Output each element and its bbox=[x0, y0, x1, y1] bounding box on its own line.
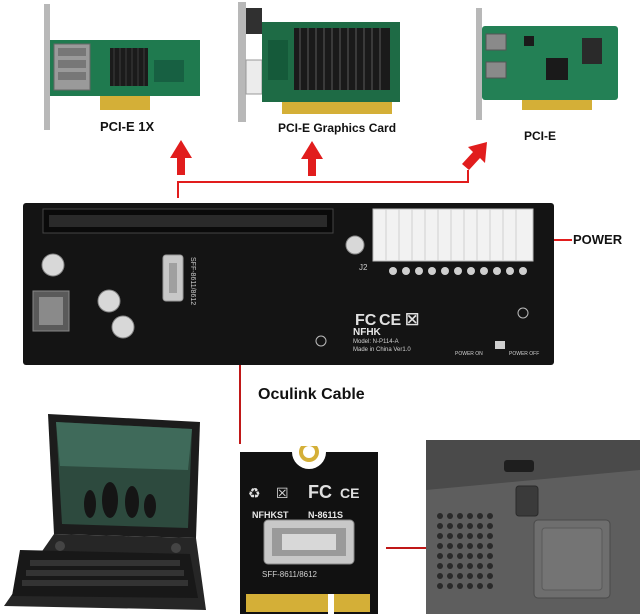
laptop-port-closeup bbox=[426, 440, 640, 614]
board-j2-label: J2 bbox=[359, 263, 368, 272]
board-made-in: Made in China Ver1.0 bbox=[353, 347, 411, 353]
arrow-up-icon bbox=[301, 141, 323, 176]
arrow-up-icon bbox=[170, 140, 192, 175]
pcie-card-image bbox=[462, 8, 622, 120]
pcie-1x-label: PCI-E 1X bbox=[100, 119, 155, 134]
m2-brand: NFHKST bbox=[252, 510, 289, 520]
oculink-cable-label: Oculink Cable bbox=[258, 386, 365, 403]
svg-text:FC: FC bbox=[355, 312, 377, 329]
svg-text:CE: CE bbox=[340, 485, 359, 501]
m2-card-image: ♻ ☒ FC CE NFHKST N-8611S SFF-8611/8612 bbox=[236, 446, 386, 614]
graphics-card-label: PCI-E Graphics Card bbox=[278, 121, 397, 135]
arrow-up-right-icon bbox=[462, 142, 487, 170]
board-model: Model: N-P114-A bbox=[353, 339, 399, 345]
power-label: POWER bbox=[573, 232, 623, 247]
mini-laptop-image bbox=[0, 410, 210, 614]
board-power-on: POWER ON bbox=[455, 351, 483, 357]
pcie-1x-card-image bbox=[30, 0, 210, 130]
board-brand: NFHK bbox=[353, 327, 381, 338]
svg-text:♻: ♻ bbox=[248, 485, 261, 501]
svg-text:FC: FC bbox=[308, 482, 332, 502]
graphics-card-image bbox=[228, 0, 408, 122]
svg-text:CE: CE bbox=[379, 312, 402, 329]
m2-model: N-8611S bbox=[308, 510, 344, 520]
m2-sff-label: SFF-8611/8612 bbox=[262, 570, 317, 579]
adapter-board: FC CE ☒ SFF-8611/8612 J2 NFHK Model: N-P… bbox=[23, 203, 554, 365]
pcie-label: PCI-E bbox=[524, 129, 557, 143]
board-sff-label: SFF-8611/8612 bbox=[189, 257, 196, 306]
svg-text:☒: ☒ bbox=[276, 485, 289, 501]
svg-text:☒: ☒ bbox=[405, 312, 419, 329]
board-power-off: POWER OFF bbox=[509, 351, 540, 357]
